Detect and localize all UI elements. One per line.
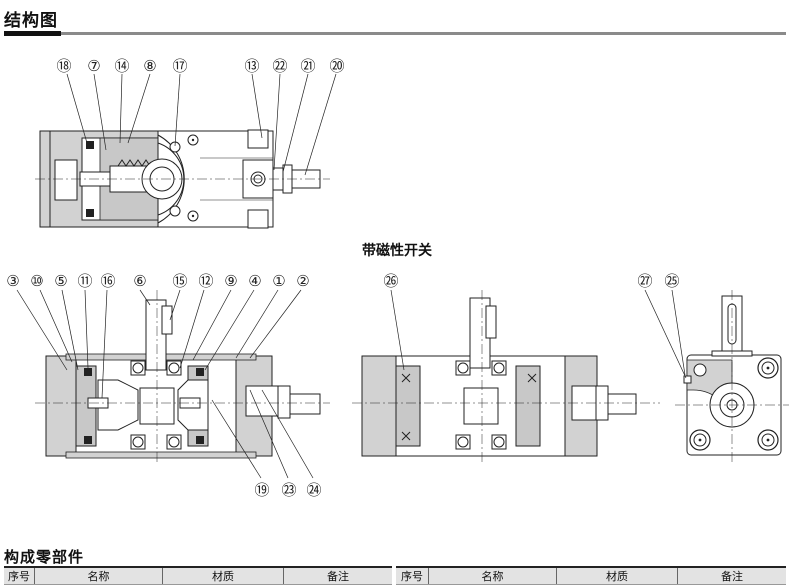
structure-drawings bbox=[16, 73, 789, 479]
header-remarks: 备注 bbox=[677, 567, 786, 585]
top-view-leaders bbox=[66, 73, 337, 176]
title-rule bbox=[61, 32, 786, 35]
magnetic-switch-subtitle: 带磁性开关 bbox=[362, 243, 432, 259]
table-header-row: 序号 名称 材质 备注 bbox=[396, 567, 786, 585]
magnetic-switch-drawing bbox=[352, 290, 660, 462]
parts-section-title: 构成零部件 bbox=[4, 548, 85, 566]
end-view-leaders bbox=[644, 289, 687, 379]
header-no: 序号 bbox=[396, 567, 429, 585]
magnetic-view-leaders bbox=[390, 289, 405, 371]
parts-table-left: 序号 名称 材质 备注 bbox=[4, 566, 392, 585]
header-remarks: 备注 bbox=[283, 567, 392, 585]
end-view-drawing bbox=[675, 290, 789, 462]
side-view-leaders bbox=[16, 289, 314, 479]
header-no: 序号 bbox=[4, 567, 35, 585]
title-rule-accent bbox=[4, 31, 61, 36]
header-material: 材质 bbox=[162, 567, 284, 585]
header-name: 名称 bbox=[34, 567, 163, 585]
top-view-drawing bbox=[35, 129, 330, 229]
header-name: 名称 bbox=[428, 567, 557, 585]
side-section-drawing bbox=[35, 290, 330, 462]
table-header-row: 序号 名称 材质 备注 bbox=[4, 567, 392, 585]
parts-table-right: 序号 名称 材质 备注 bbox=[396, 566, 786, 585]
header-material: 材质 bbox=[556, 567, 678, 585]
structure-diagram-title: 结构图 bbox=[4, 11, 58, 31]
